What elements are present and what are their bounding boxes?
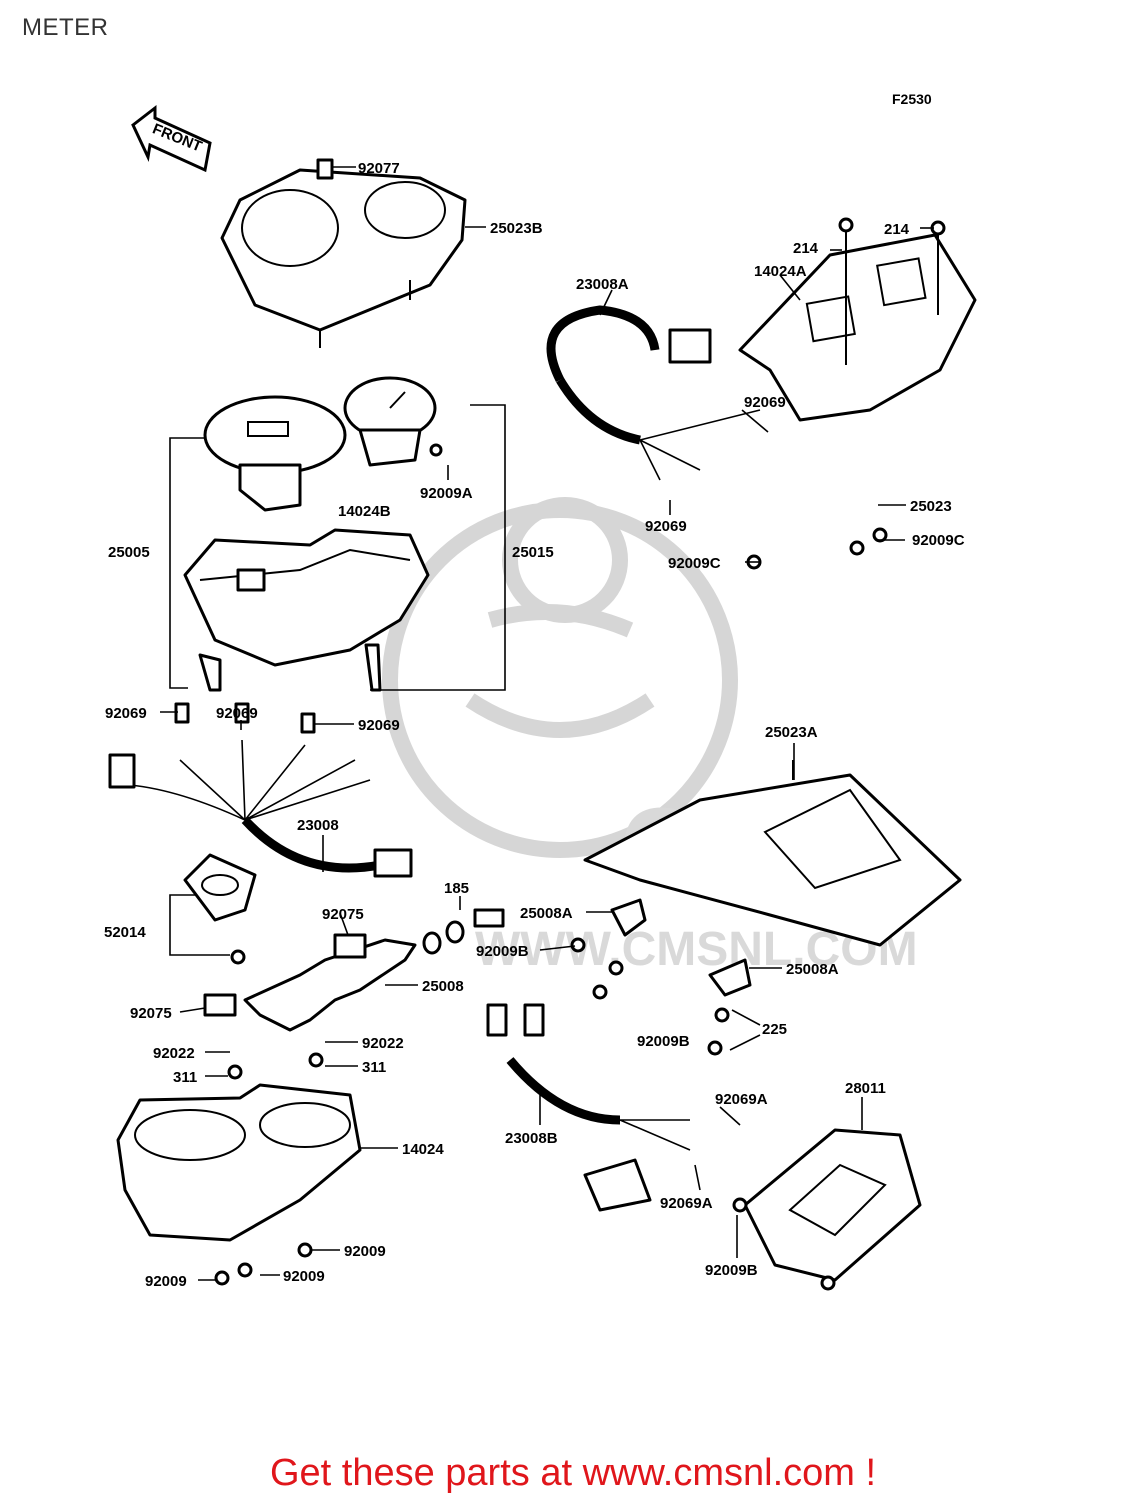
label-214-b: 214	[884, 221, 910, 238]
label-92022-left: 92022	[153, 1045, 195, 1062]
label-23008B: 23008B	[505, 1130, 558, 1147]
label-14024B: 14024B	[338, 503, 391, 520]
label-311-right: 311	[362, 1059, 386, 1076]
bracket-25008[interactable]	[203, 908, 505, 1032]
label-23008: 23008	[297, 817, 339, 834]
bracket-25008A-lower[interactable]	[708, 958, 752, 997]
label-92009A: 92009A	[420, 485, 473, 502]
part-labels: 92077 25023B 23008A 14024A 214 214 92069…	[104, 160, 965, 1290]
label-92009-right: 92009	[344, 1243, 386, 1260]
label-14024A: 14024A	[754, 263, 807, 280]
harness-23008B[interactable]	[486, 1003, 691, 1212]
label-25008A-upper: 25008A	[520, 905, 573, 922]
speedometer-gauge[interactable]	[203, 395, 347, 512]
label-185: 185	[444, 880, 469, 897]
leader-lines	[160, 166, 934, 1281]
label-25008A-lower: 25008A	[786, 961, 839, 978]
label-28011: 28011	[845, 1080, 886, 1097]
label-25005: 25005	[108, 544, 150, 561]
meter-case-14024[interactable]	[116, 1083, 362, 1242]
label-25023A: 25023A	[765, 724, 818, 741]
label-25015: 25015	[512, 544, 554, 561]
label-92069-left: 92069	[105, 705, 147, 722]
figure-code: F2530	[892, 91, 932, 107]
label-92069A-upper: 92069A	[715, 1091, 768, 1108]
label-92009-center: 92009	[283, 1268, 325, 1285]
label-92069-center: 92069	[216, 705, 258, 722]
tachometer-gauge[interactable]	[343, 376, 437, 467]
label-92075-lower: 92075	[130, 1005, 172, 1022]
label-92075-upper: 92075	[322, 906, 364, 923]
label-25023B: 25023B	[490, 220, 543, 237]
front-arrow-icon: FRONT	[131, 104, 212, 173]
unit-28011[interactable]	[743, 1128, 922, 1282]
meter-cover-25023B[interactable]	[220, 158, 467, 348]
bracket-25008A-upper[interactable]	[610, 898, 647, 937]
label-92069A-lower: 92069A	[660, 1195, 713, 1212]
sensor-52014[interactable]	[169, 853, 257, 956]
label-52014: 52014	[104, 924, 146, 941]
label-25008: 25008	[422, 978, 464, 995]
page-title: METER	[22, 14, 109, 41]
label-92069-right: 92069	[358, 717, 400, 734]
label-311-left: 311	[173, 1069, 197, 1086]
label-92009B-mid: 92009B	[637, 1033, 690, 1050]
label-92009B-lower: 92009B	[705, 1262, 758, 1279]
label-92009C-right: 92009C	[912, 532, 965, 549]
label-214-a: 214	[793, 240, 819, 257]
label-92077: 92077	[358, 160, 400, 177]
upper-panel-14024A[interactable]	[738, 228, 977, 422]
assembly-bracket	[169, 404, 506, 691]
label-23008A: 23008A	[576, 276, 629, 293]
label-92069-upper: 92069	[744, 394, 786, 411]
get-parts-link[interactable]: Get these parts at www.cmsnl.com !	[269, 1452, 877, 1494]
label-92022-right: 92022	[362, 1035, 404, 1052]
label-14024: 14024	[402, 1141, 444, 1158]
label-92009C-left: 92009C	[668, 555, 721, 572]
label-225: 225	[762, 1021, 787, 1038]
harness-23008[interactable]	[108, 702, 413, 878]
meter-case-14024B[interactable]	[183, 528, 430, 692]
label-92009B-upper: 92009B	[476, 943, 529, 960]
label-92009-left: 92009	[145, 1273, 187, 1290]
parts-diagram: CMS WWW.CMSNL.COM FRONT F2530	[104, 91, 977, 1291]
label-25023: 25023	[910, 498, 952, 515]
lower-cowl-25023A[interactable]	[583, 760, 962, 947]
harness-23008A[interactable]	[546, 305, 761, 481]
label-92069-mid: 92069	[645, 518, 687, 535]
